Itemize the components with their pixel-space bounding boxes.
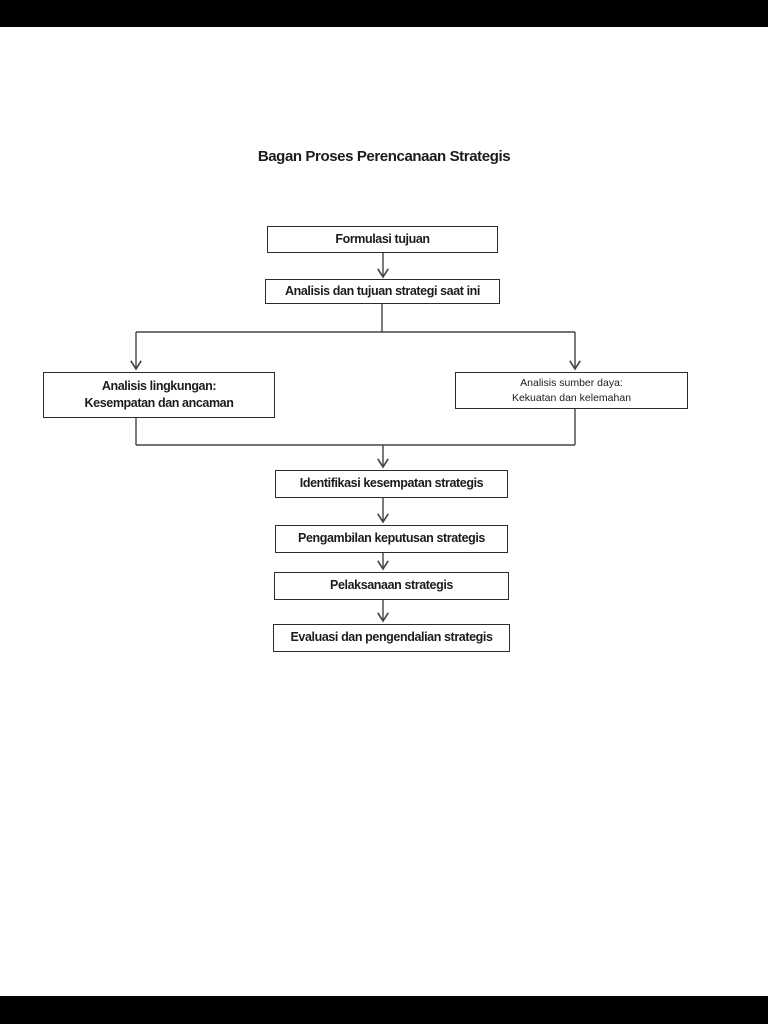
flow-node-label-line1: Analisis lingkungan: — [101, 378, 217, 393]
flow-node-analisis-lingkungan: Analisis lingkungan: Kesempatan dan anca… — [43, 372, 275, 418]
flow-node-label: Evaluasi dan pengendalian strategis — [290, 630, 493, 645]
flow-node-label: Pengambilan keputusan strategis — [298, 531, 485, 546]
flow-node-pelaksanaan-strategis: Pelaksanaan strategis — [274, 572, 509, 600]
flow-node-analisis-sumber-daya: Analisis sumber daya: Kekuatan dan kelem… — [455, 372, 688, 409]
flow-node-label-line1: Analisis sumber daya: — [520, 377, 623, 390]
flow-node-label: Identifikasi kesempatan strategis — [299, 476, 484, 491]
flow-node-formulasi-tujuan: Formulasi tujuan — [267, 226, 498, 253]
page-title: Bagan Proses Perencanaan Strategis — [257, 148, 511, 165]
flow-node-label: Pelaksanaan strategis — [330, 578, 453, 593]
flow-node-analisis-tujuan-strategi: Analisis dan tujuan strategi saat ini — [265, 279, 500, 304]
flow-node-evaluasi-pengendalian: Evaluasi dan pengendalian strategis — [273, 624, 510, 652]
flow-node-label-line2: Kesempatan dan ancaman — [84, 396, 234, 410]
flow-node-label: Analisis dan tujuan strategi saat ini — [285, 283, 480, 298]
letterbox-bottom-bar — [0, 996, 768, 1024]
flow-node-identifikasi-kesempatan: Identifikasi kesempatan strategis — [275, 470, 508, 498]
letterbox-top-bar — [0, 0, 768, 27]
flow-node-label: Formulasi tujuan — [335, 231, 430, 246]
flow-node-label-line2: Kekuatan dan kelemahan — [511, 391, 632, 404]
flow-node-pengambilan-keputusan: Pengambilan keputusan strategis — [275, 525, 508, 553]
